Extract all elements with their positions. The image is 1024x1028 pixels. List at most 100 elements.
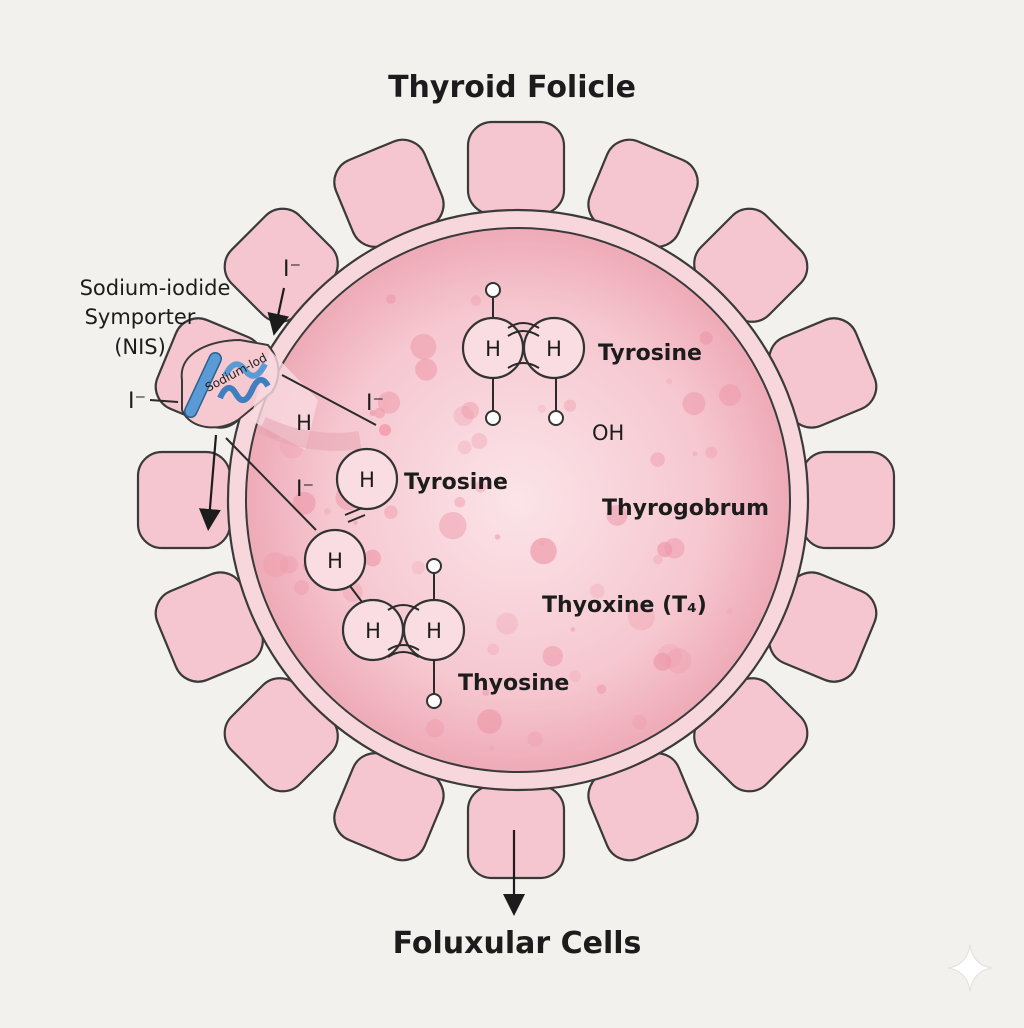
colloid-droplet (279, 555, 298, 574)
nis-label-line3: (NIS) (114, 335, 166, 359)
linking-ring (303, 528, 367, 592)
colloid-droplet (474, 480, 487, 493)
channel-helix (217, 377, 271, 403)
colloid-droplet (292, 491, 316, 515)
atom-h: H (485, 337, 501, 361)
channel-bar (183, 351, 223, 419)
colloid-droplet (454, 496, 466, 508)
colloid-droplet (653, 652, 672, 671)
atom-h: H (365, 619, 381, 643)
colloid-droplet (589, 583, 605, 599)
follicular-cell (466, 784, 566, 880)
tyrosine-mid-ring (335, 447, 399, 511)
follicular-cell (136, 450, 232, 550)
colloid-droplet (726, 608, 733, 615)
label-thyrogobrum: Thyrogobrum (602, 496, 769, 521)
colloid-droplet (364, 549, 382, 567)
colloid-droplet (477, 709, 502, 734)
colloid-droplet (415, 358, 438, 381)
colloid-droplet (353, 520, 358, 525)
colloid-droplet (439, 512, 467, 540)
colloid-droplet (457, 440, 472, 455)
label-thyosine: Thyosine (458, 671, 569, 696)
colloid-droplet (425, 719, 445, 738)
nis-channel: Sodium-lod (180, 338, 362, 451)
colloid-droplet (537, 404, 546, 413)
colloid-droplet (650, 452, 665, 467)
iodide-ion-colloid: I⁻ (366, 391, 384, 416)
iodide-droplet (379, 424, 391, 436)
colloid-droplet (411, 561, 426, 575)
iodide-ion-left: I⁻ (128, 389, 146, 414)
colloid-droplet (569, 670, 581, 682)
colloid-droplet (665, 647, 692, 674)
atom-h: H (546, 337, 562, 361)
label-oh: OH (592, 421, 624, 445)
atom-h: H (327, 549, 343, 573)
label-tyrosine-mid: Tyrosine (404, 470, 508, 495)
colloid-droplet (471, 433, 488, 450)
atom-h-free: H (296, 411, 312, 435)
colloid-droplet (539, 540, 546, 546)
atom-h: H (359, 468, 375, 492)
colloid-droplet (377, 391, 401, 414)
follicular-cells (136, 120, 896, 880)
colloid-droplet (563, 399, 577, 412)
nis-label-line1: Sodium-iodide (80, 276, 231, 300)
diagram-title: Thyroid Folicle (388, 70, 636, 105)
colloid-droplet (410, 333, 437, 360)
colloid-droplet (627, 603, 655, 631)
colloid-droplet (487, 643, 500, 656)
atom-h: H (426, 619, 442, 643)
colloid-droplet (530, 537, 557, 565)
iodide-colloid-leader (281, 374, 377, 426)
iodide-ion-top: I⁻ (283, 257, 301, 282)
thyosine-molecule: H H (341, 558, 466, 709)
bottom-label: Foluxular Cells (393, 926, 642, 961)
iodide-left-leader (149, 399, 179, 403)
label-tyrosine-top: Tyrosine (598, 341, 702, 366)
colloid-droplet (489, 745, 494, 751)
iodide-ion-mid: I⁻ (296, 477, 314, 502)
colloid-droplet (470, 295, 482, 306)
colloid-droplet (324, 508, 331, 515)
colloid-droplet (692, 451, 698, 457)
bond-line (349, 585, 363, 603)
colloid-droplet (386, 294, 396, 304)
colloid-droplet (482, 688, 490, 697)
bond-line (225, 437, 317, 531)
tyrosine-top-molecule: H H (461, 282, 586, 426)
follicular-cell (800, 450, 896, 550)
label-thyoxine: Thyoxine (T₄) (542, 593, 707, 618)
colloid-droplet (606, 504, 628, 526)
colloid-droplet (527, 731, 543, 747)
colloid-droplet (453, 405, 474, 426)
colloid-droplet (657, 541, 673, 558)
colloid-droplet (494, 534, 501, 540)
iodide-entry-arrow (267, 287, 290, 336)
colloid-droplet (461, 401, 479, 420)
iodide-down-arrow (198, 434, 221, 531)
follicular-cell (466, 120, 566, 216)
colloid-droplet (570, 627, 576, 632)
bond-line (344, 507, 363, 516)
sparkle-icon (947, 944, 993, 992)
colloid-droplet (682, 392, 706, 416)
colloid-droplet (496, 612, 518, 635)
colloid-droplet (384, 505, 398, 520)
colloid-droplet (705, 446, 718, 459)
colloid-droplet (542, 645, 563, 667)
bond-line (347, 514, 366, 523)
nis-label-line2: Symporter (85, 305, 196, 329)
colloid-droplet (294, 580, 309, 595)
colloid-droplet (666, 378, 673, 385)
colloid-droplet (719, 384, 741, 407)
colloid-droplet (632, 714, 647, 730)
colloid-droplet (263, 552, 289, 578)
colloid-droplet (596, 684, 607, 694)
colloid-droplet (653, 554, 663, 565)
colloid-droplet (699, 331, 713, 345)
colloid-droplet (369, 410, 376, 417)
